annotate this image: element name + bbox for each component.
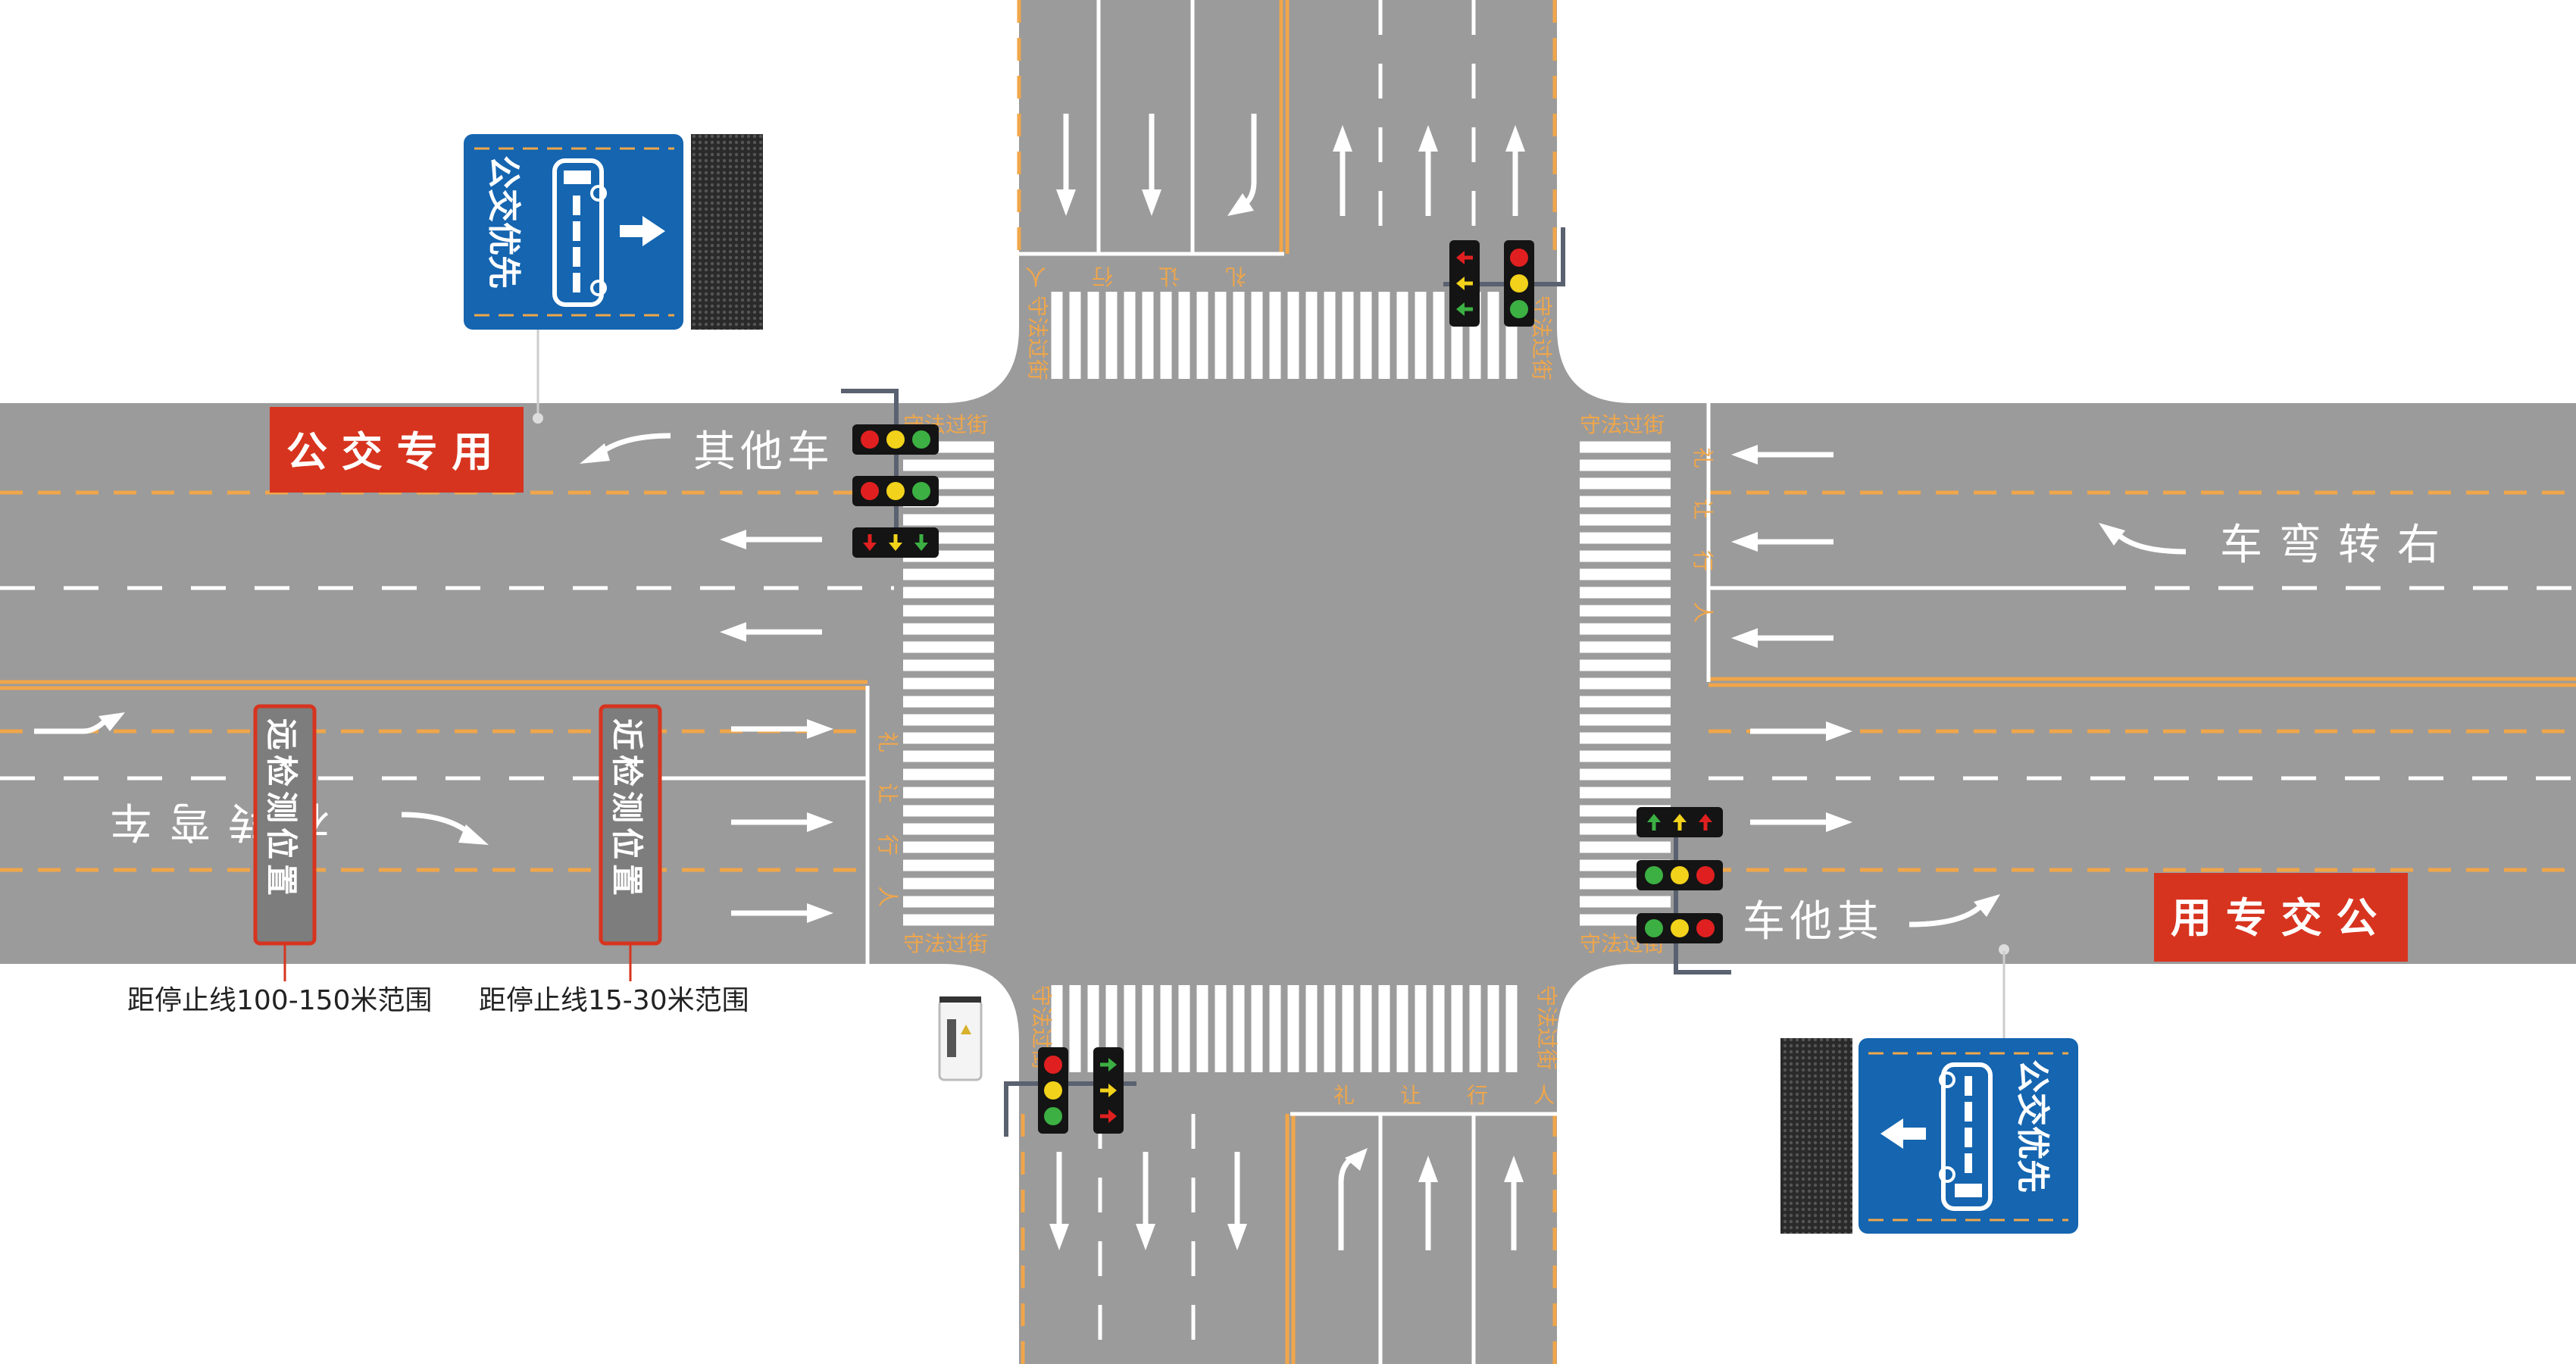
arrow-right-icon (1750, 812, 1852, 832)
traffic-signal-icon (852, 424, 939, 455)
east-obey-text-2: 守法过街 (1580, 412, 1665, 437)
other-vehicles-west-text: 其他车 (693, 427, 834, 477)
arrow-left-icon (720, 530, 822, 549)
south-arm-markings (1021, 1112, 1557, 1364)
arrow-down-icon (1142, 114, 1161, 216)
traffic-signal-icon (1637, 860, 1723, 890)
arrow-up-icon (1504, 1156, 1524, 1250)
arrow-down-icon (1227, 1152, 1247, 1250)
traffic-signal-icon (1038, 1047, 1068, 1134)
west-arm-markings (0, 490, 894, 964)
traffic-signal-icon (1504, 240, 1534, 327)
bus-priority-sign-top: 公交优先 (464, 134, 763, 409)
bus-icon (1939, 1062, 1993, 1211)
arrow-up-icon (1333, 125, 1352, 216)
traffic-signal-icon (852, 476, 939, 506)
traffic-signal-icon (1637, 913, 1723, 943)
arrow-down-curve-icon (1227, 114, 1257, 216)
bus-only-sign-east: 用 专 交 公 (1999, 873, 2408, 1038)
detector-cabinet-icon (938, 996, 983, 1081)
bus-only-west-text: 公 交 专 用 (286, 428, 492, 476)
near-range-caption: 距停止线15-30米范围 (479, 985, 749, 1016)
crosswalk-labels: 礼让行人 守法过街 守法过街 礼让行人 守法过街 守法过街 礼让行人 守法过街 … (875, 264, 1715, 1108)
detector-far-text: 远检测位置 (263, 718, 300, 900)
arrow-down-icon (1049, 1152, 1069, 1250)
north-arm-markings (1017, 0, 1557, 256)
bus-priority-top-text: 公交优先 (484, 155, 523, 289)
arrow-left-icon (720, 622, 822, 642)
arrow-up-icon (1418, 1156, 1438, 1250)
south-obey-text-2: 守法过街 (1534, 985, 1559, 1070)
arrow-right-icon (1750, 721, 1852, 741)
crosswalk-west (903, 441, 994, 926)
detector-near: 近检测位置 距停止线15-30米范围 (479, 704, 749, 1016)
arrow-left-curve-icon (2099, 523, 2187, 555)
arrow-right-curve-icon (34, 712, 125, 734)
bus-priority-bottom-text: 公交优先 (2013, 1059, 2052, 1193)
bus-icon (552, 158, 607, 307)
north-yield-text: 礼让行人 (980, 264, 1246, 289)
arrow-up-icon (1505, 125, 1525, 216)
arrow-right-curve-icon (1909, 894, 2000, 928)
arrow-right-curve-icon (401, 812, 489, 845)
west-yield-text: 礼让行人 (875, 731, 900, 937)
detector-far: 远检测位置 距停止线100-150米范围 (127, 704, 432, 1016)
crosswalk-south (1051, 985, 1518, 1072)
traffic-signal-icon (1449, 240, 1480, 327)
other-vehicles-east-text: 车他其 (1743, 897, 1884, 946)
arrow-right-icon (620, 216, 665, 246)
traffic-signal-icon (852, 527, 939, 558)
bus-priority-sign-bottom: 公交优先 (1780, 951, 2078, 1234)
east-arm-markings (1706, 403, 2576, 872)
arrow-right-icon (731, 812, 833, 832)
right-turn-east-text: 车弯转右 (2220, 521, 2456, 570)
bus-only-east-text: 用 专 交 公 (2171, 894, 2377, 942)
arrow-up-icon (1418, 125, 1438, 216)
arrow-left-curve-icon (580, 433, 671, 464)
traffic-signal-icon (1093, 1047, 1124, 1134)
north-obey-text: 守法过街 (1025, 296, 1050, 380)
west-obey-text: 守法过街 (903, 931, 988, 956)
arrow-right-icon (731, 903, 833, 923)
arrow-left-icon (1731, 532, 1834, 552)
detector-near-text: 近检测位置 (608, 718, 646, 900)
arrow-left-icon (1731, 628, 1834, 648)
arrow-down-icon (1136, 1152, 1155, 1250)
crosswalk-north (1051, 292, 1518, 379)
arrow-up-curve-icon (1338, 1148, 1368, 1250)
south-yield-text: 礼让行人 (1333, 1083, 1600, 1108)
arrow-left-icon (1731, 445, 1834, 465)
traffic-signal-icon (1637, 807, 1723, 837)
arrow-left-icon (1880, 1118, 1926, 1149)
crosswalk-east (1580, 441, 1671, 926)
east-yield-text: 礼让行人 (1690, 447, 1715, 653)
far-range-caption: 距停止线100-150米范围 (127, 985, 432, 1016)
bus-only-sign-west: 公 交 专 用 (270, 364, 543, 493)
signals (841, 227, 1731, 1137)
arrow-right-icon (731, 719, 833, 739)
arrow-down-icon (1056, 114, 1076, 216)
lane-arrows (34, 114, 2187, 1250)
